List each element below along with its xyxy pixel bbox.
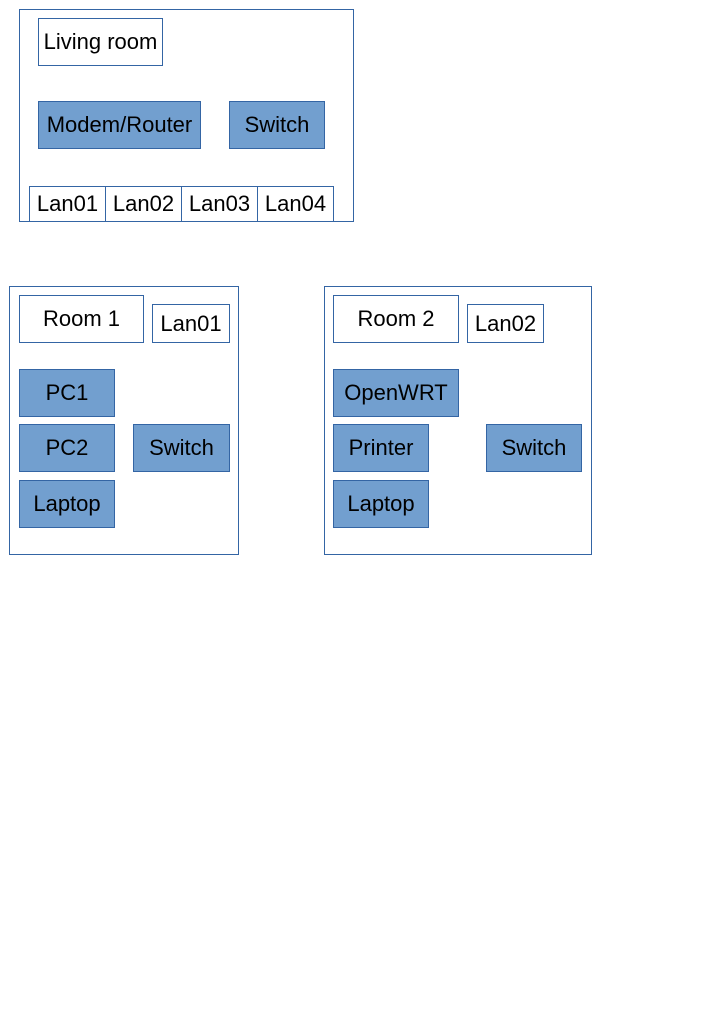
room1-pc2-node[interactable]: PC2 <box>19 424 115 472</box>
room2-switch-node[interactable]: Switch <box>486 424 582 472</box>
room2-uplink-lan02: Lan02 <box>467 304 544 343</box>
living-room-title: Living room <box>38 18 163 66</box>
room2-printer-node[interactable]: Printer <box>333 424 429 472</box>
port-lan02: Lan02 <box>105 186 182 222</box>
room1-title: Room 1 <box>19 295 144 343</box>
room1-pc1-node[interactable]: PC1 <box>19 369 115 417</box>
living-room-switch-node[interactable]: Switch <box>229 101 325 149</box>
room1-uplink-lan01: Lan01 <box>152 304 230 343</box>
room2-laptop-node[interactable]: Laptop <box>333 480 429 528</box>
room2-title: Room 2 <box>333 295 459 343</box>
port-lan04: Lan04 <box>257 186 334 222</box>
port-lan01: Lan01 <box>29 186 106 222</box>
room1-laptop-node[interactable]: Laptop <box>19 480 115 528</box>
modem-router-node[interactable]: Modem/Router <box>38 101 201 149</box>
room2-openwrt-node[interactable]: OpenWRT <box>333 369 459 417</box>
room1-switch-node[interactable]: Switch <box>133 424 230 472</box>
port-lan03: Lan03 <box>181 186 258 222</box>
